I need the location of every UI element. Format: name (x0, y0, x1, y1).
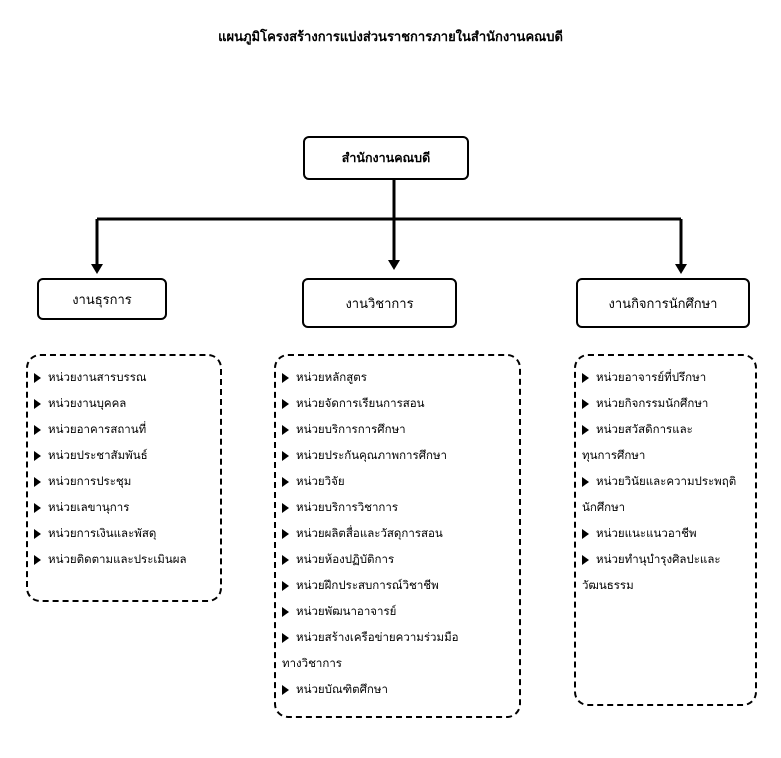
unit-item: หน่วยห้องปฏิบัติการ (282, 546, 513, 572)
bullet-triangle-icon (582, 425, 589, 435)
unit-item: หน่วยหลักสูตร (282, 364, 513, 390)
unit-label: หน่วยงานสารบรรณ (48, 370, 147, 384)
unit-label: หน่วยบัณฑิตศึกษา (296, 682, 388, 696)
unit-item: หน่วยกิจกรรมนักศึกษา (582, 390, 749, 416)
bullet-triangle-icon (282, 399, 289, 409)
unit-item: หน่วยวินัยและความประพฤตินักศึกษา (582, 468, 749, 520)
bullet-triangle-icon (582, 373, 589, 383)
unit-label: หน่วยฝึกประสบการณ์วิชาชีพ (296, 578, 439, 592)
department-general-admin: งานธุรการ (37, 278, 167, 320)
unit-item: หน่วยบัณฑิตศึกษา (282, 676, 513, 702)
chart-title: แผนภูมิโครงสร้างการแบ่งส่วนราชการภายในสำ… (218, 30, 563, 45)
bullet-triangle-icon (582, 399, 589, 409)
bullet-triangle-icon (34, 555, 41, 565)
unit-label-continued: ทางวิชาการ (282, 656, 342, 670)
bullet-triangle-icon (282, 685, 289, 695)
unit-item: หน่วยเลขานุการ (34, 494, 214, 520)
arrowhead-academic (388, 260, 400, 270)
bullet-triangle-icon (34, 425, 41, 435)
unit-item: หน่วยบริการการศึกษา (282, 416, 513, 442)
unit-item: หน่วยผลิตสื่อและวัสดุการสอน (282, 520, 513, 546)
bullet-triangle-icon (282, 581, 289, 591)
unit-item: หน่วยฝึกประสบการณ์วิชาชีพ (282, 572, 513, 598)
unit-label: หน่วยการเงินและพัสดุ (48, 526, 157, 540)
bullet-triangle-icon (34, 399, 41, 409)
unit-label: หน่วยบริการการศึกษา (296, 422, 406, 436)
bullet-triangle-icon (582, 529, 589, 539)
unit-label: หน่วยประชาสัมพันธ์ (48, 448, 148, 462)
arrowhead-admin (91, 264, 103, 274)
unit-label: หน่วยกิจกรรมนักศึกษา (596, 396, 709, 410)
unit-label: หน่วยห้องปฏิบัติการ (296, 552, 395, 566)
bullet-triangle-icon (34, 477, 41, 487)
unit-label: หน่วยพัฒนาอาจารย์ (296, 604, 397, 618)
bullet-triangle-icon (34, 451, 41, 461)
unit-label: หน่วยวิจัย (296, 474, 345, 488)
unit-label: หน่วยติดตามและประเมินผล (48, 552, 187, 566)
bullet-triangle-icon (282, 633, 289, 643)
unit-label-continued: วัฒนธรรม (582, 578, 634, 592)
unit-label: หน่วยบริการวิชาการ (296, 500, 399, 514)
unit-label: หน่วยงานบุคคล (48, 396, 127, 410)
bullet-triangle-icon (282, 451, 289, 461)
bullet-triangle-icon (282, 425, 289, 435)
unit-label: หน่วยวินัยและความประพฤติ (596, 474, 737, 488)
unit-label: หน่วยประกันคุณภาพการศึกษา (296, 448, 447, 462)
unit-label: หน่วยเลขานุการ (48, 500, 130, 514)
unit-item: หน่วยติดตามและประเมินผล (34, 546, 214, 572)
student-affairs-units-list: หน่วยอาจารย์ที่ปรึกษาหน่วยกิจกรรมนักศึกษ… (574, 354, 757, 706)
unit-label: หน่วยอาคารสถานที่ (48, 422, 147, 436)
bullet-triangle-icon (282, 503, 289, 513)
unit-label: หน่วยทำนุบำรุงศิลปะและ (596, 552, 721, 566)
unit-label-continued: ทุนการศึกษา (582, 448, 646, 462)
unit-label: หน่วยผลิตสื่อและวัสดุการสอน (296, 526, 443, 540)
unit-item: หน่วยวิจัย (282, 468, 513, 494)
arrowhead-student-affairs (675, 264, 687, 274)
bullet-triangle-icon (282, 477, 289, 487)
unit-item: หน่วยงานบุคคล (34, 390, 214, 416)
unit-item: หน่วยพัฒนาอาจารย์ (282, 598, 513, 624)
unit-item: หน่วยจัดการเรียนการสอน (282, 390, 513, 416)
unit-item: หน่วยสร้างเครือข่ายความร่วมมือทางวิชาการ (282, 624, 513, 676)
unit-item: หน่วยอาจารย์ที่ปรึกษา (582, 364, 749, 390)
unit-item: หน่วยการประชุม (34, 468, 214, 494)
unit-item: หน่วยอาคารสถานที่ (34, 416, 214, 442)
unit-label: หน่วยการประชุม (48, 474, 132, 488)
bullet-triangle-icon (34, 529, 41, 539)
unit-item: หน่วยงานสารบรรณ (34, 364, 214, 390)
unit-item: หน่วยประชาสัมพันธ์ (34, 442, 214, 468)
unit-label: หน่วยจัดการเรียนการสอน (296, 396, 425, 410)
bullet-triangle-icon (282, 373, 289, 383)
root-node: สำนักงานคณบดี (303, 136, 469, 180)
unit-label: หน่วยสร้างเครือข่ายความร่วมมือ (296, 630, 459, 644)
bullet-triangle-icon (34, 503, 41, 513)
unit-label: หน่วยสวัสดิการและ (596, 422, 693, 436)
unit-item: หน่วยบริการวิชาการ (282, 494, 513, 520)
bullet-triangle-icon (34, 373, 41, 383)
unit-label: หน่วยแนะแนวอาชีพ (596, 526, 697, 540)
bullet-triangle-icon (282, 555, 289, 565)
unit-item: หน่วยแนะแนวอาชีพ (582, 520, 749, 546)
admin-units-list: หน่วยงานสารบรรณหน่วยงานบุคคลหน่วยอาคารสถ… (26, 354, 222, 602)
unit-label: หน่วยหลักสูตร (296, 370, 367, 384)
unit-item: หน่วยการเงินและพัสดุ (34, 520, 214, 546)
unit-label-continued: นักศึกษา (582, 500, 626, 514)
department-academic: งานวิชาการ (302, 278, 457, 328)
unit-item: หน่วยทำนุบำรุงศิลปะและวัฒนธรรม (582, 546, 749, 598)
bullet-triangle-icon (282, 607, 289, 617)
unit-item: หน่วยประกันคุณภาพการศึกษา (282, 442, 513, 468)
department-student-affairs: งานกิจการนักศึกษา (576, 278, 750, 328)
bullet-triangle-icon (282, 529, 289, 539)
bullet-triangle-icon (582, 477, 589, 487)
unit-item: หน่วยสวัสดิการและทุนการศึกษา (582, 416, 749, 468)
academic-units-list: หน่วยหลักสูตรหน่วยจัดการเรียนการสอนหน่วย… (274, 354, 521, 718)
bullet-triangle-icon (582, 555, 589, 565)
unit-label: หน่วยอาจารย์ที่ปรึกษา (596, 370, 707, 384)
